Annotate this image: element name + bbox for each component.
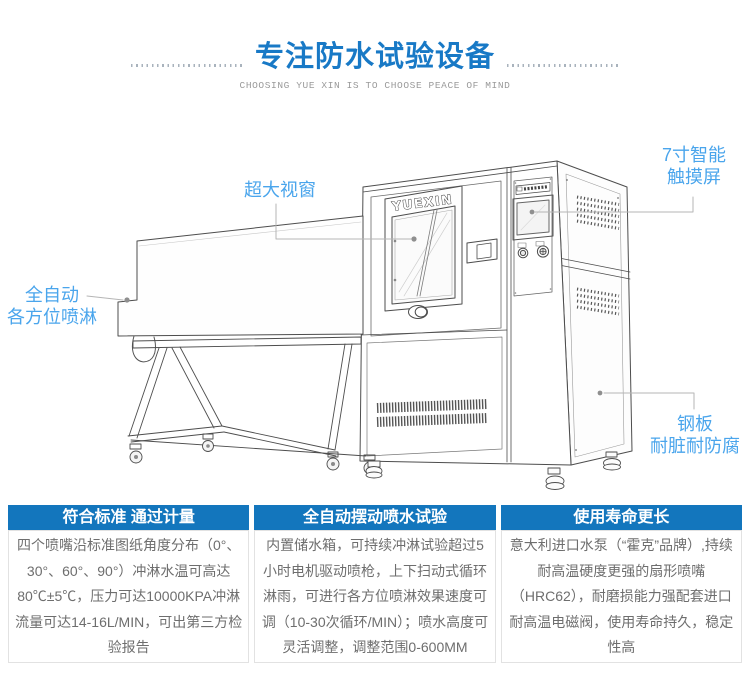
door-handle [466, 238, 498, 264]
divider-dotted-left [131, 64, 243, 67]
feature-table: 符合标准 通过计量 四个喷嘴沿标准图纸角度分布（0°、30°、60°、90°）冲… [8, 505, 742, 663]
touch-screen [512, 194, 554, 241]
divider-dotted-right [507, 64, 619, 67]
control-panel [512, 176, 554, 297]
page-subtitle: CHOOSING YUE XIN IS TO CHOOSE PEACE OF M… [239, 80, 511, 91]
stand-frame [127, 336, 367, 457]
feature-body: 意大利进口水泵（“霍克”品牌）,持续耐高温硬度更强的扇形喷嘴（HRC62），耐磨… [500, 530, 742, 663]
feature-column-standards: 符合标准 通过计量 四个喷嘴沿标准图纸角度分布（0°、30°、60°、90°）冲… [8, 505, 250, 663]
feature-header: 符合标准 通过计量 [8, 505, 250, 530]
feature-column-lifespan: 使用寿命更长 意大利进口水泵（“霍克”品牌）,持续耐高温硬度更强的扇形喷嘴（HR… [500, 505, 742, 663]
panel-buttons [517, 245, 550, 259]
machine-line-drawing: YUEXIN [86, 160, 695, 490]
side-cabinet [556, 160, 633, 466]
viewing-window [384, 185, 463, 319]
base-louvers [376, 399, 488, 427]
feature-header: 全自动摆动喷水试验 [254, 505, 496, 530]
feature-body: 内置储水箱，可持续冲淋试验超过5小时电机驱动喷枪，上下扫动式循环淋雨，可进行各方… [254, 530, 496, 663]
callout-spray-label: 全自动 各方位喷淋 [7, 285, 97, 327]
callout-touchscreen-label: 7寸智能 触摸屏 [661, 145, 726, 187]
spray-chamber [117, 215, 364, 363]
callout-window-label: 超大视窗 [238, 179, 322, 201]
machine-illustration-area: YUEXIN [0, 105, 750, 500]
callout-window-text: 超大视窗 [244, 180, 316, 200]
feature-body: 四个喷嘴沿标准图纸角度分布（0°、30°、60°、90°）冲淋水温可高达80℃±… [8, 530, 250, 663]
feature-column-spray-test: 全自动摆动喷水试验 内置储水箱，可持续冲淋试验超过5小时电机驱动喷枪，上下扫动式… [254, 505, 496, 663]
page-title: 专注防水试验设备 [254, 41, 495, 73]
side-louvers-bottom [576, 287, 620, 316]
feature-header: 使用寿命更长 [500, 505, 742, 530]
leveling-feet [365, 451, 621, 490]
callout-steel-label: 钢板 耐脏耐防腐 [650, 414, 740, 456]
callout-leader-lines [86, 196, 695, 410]
side-louvers-top [576, 195, 620, 230]
